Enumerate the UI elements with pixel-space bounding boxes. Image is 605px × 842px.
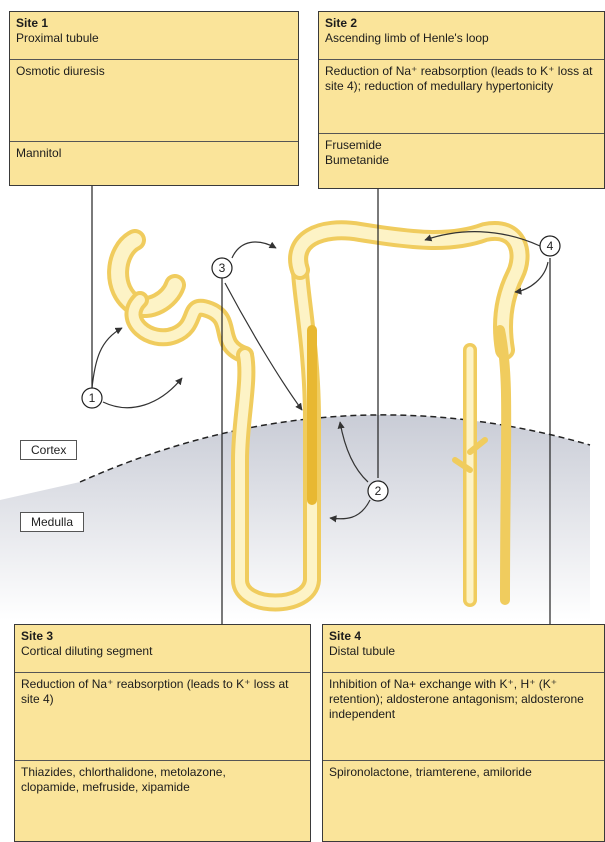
site2-location: Ascending limb of Henle's loop	[325, 31, 598, 46]
site1-box: Site 1 Proximal tubule Osmotic diuresis …	[9, 11, 299, 186]
site4-effect: Inhibition of Na+ exchange with K⁺, H⁺ (…	[323, 673, 604, 761]
medulla-label: Medulla	[20, 512, 84, 532]
marker-2-label: 2	[375, 484, 382, 498]
site4-drugs: Spironolactone, triamterene, amiloride	[323, 761, 553, 839]
site2-effect: Reduction of Na⁺ reabsorption (leads to …	[319, 60, 604, 134]
marker-1-label: 1	[89, 391, 96, 405]
site2-title: Site 2	[325, 16, 598, 31]
site3-effect: Reduction of Na⁺ reabsorption (leads to …	[15, 673, 310, 761]
marker-2: 2	[368, 481, 388, 501]
proximal-tubule	[118, 240, 245, 355]
site3-drugs: Thiazides, chlorthalidone, metolazone, c…	[15, 761, 245, 839]
site1-location: Proximal tubule	[16, 31, 292, 46]
site3-header: Site 3 Cortical diluting segment	[15, 625, 310, 673]
marker-4: 4	[540, 236, 560, 256]
arrow-3a	[232, 242, 276, 258]
marker-4-label: 4	[547, 239, 554, 253]
site1-title: Site 1	[16, 16, 292, 31]
marker-3: 3	[212, 258, 232, 278]
distal-tubule	[298, 230, 519, 350]
marker-1: 1	[82, 388, 102, 408]
site4-header: Site 4 Distal tubule	[323, 625, 604, 673]
site2-header: Site 2 Ascending limb of Henle's loop	[319, 12, 604, 60]
site4-location: Distal tubule	[329, 644, 598, 659]
site2-drugs: Frusemide Bumetanide	[319, 134, 429, 186]
site2-box: Site 2 Ascending limb of Henle's loop Re…	[318, 11, 605, 189]
site3-box: Site 3 Cortical diluting segment Reducti…	[14, 624, 311, 842]
arrow-1b	[103, 378, 182, 408]
site1-effect: Osmotic diuresis	[10, 60, 298, 142]
marker-3-label: 3	[219, 261, 226, 275]
arrow-1a	[92, 328, 122, 388]
site4-box: Site 4 Distal tubule Inhibition of Na+ e…	[322, 624, 605, 842]
site1-drugs: Mannitol	[10, 142, 298, 184]
cortex-label: Cortex	[20, 440, 77, 460]
site3-location: Cortical diluting segment	[21, 644, 304, 659]
site4-title: Site 4	[329, 629, 598, 644]
site3-title: Site 3	[21, 629, 304, 644]
site1-header: Site 1 Proximal tubule	[10, 12, 298, 60]
